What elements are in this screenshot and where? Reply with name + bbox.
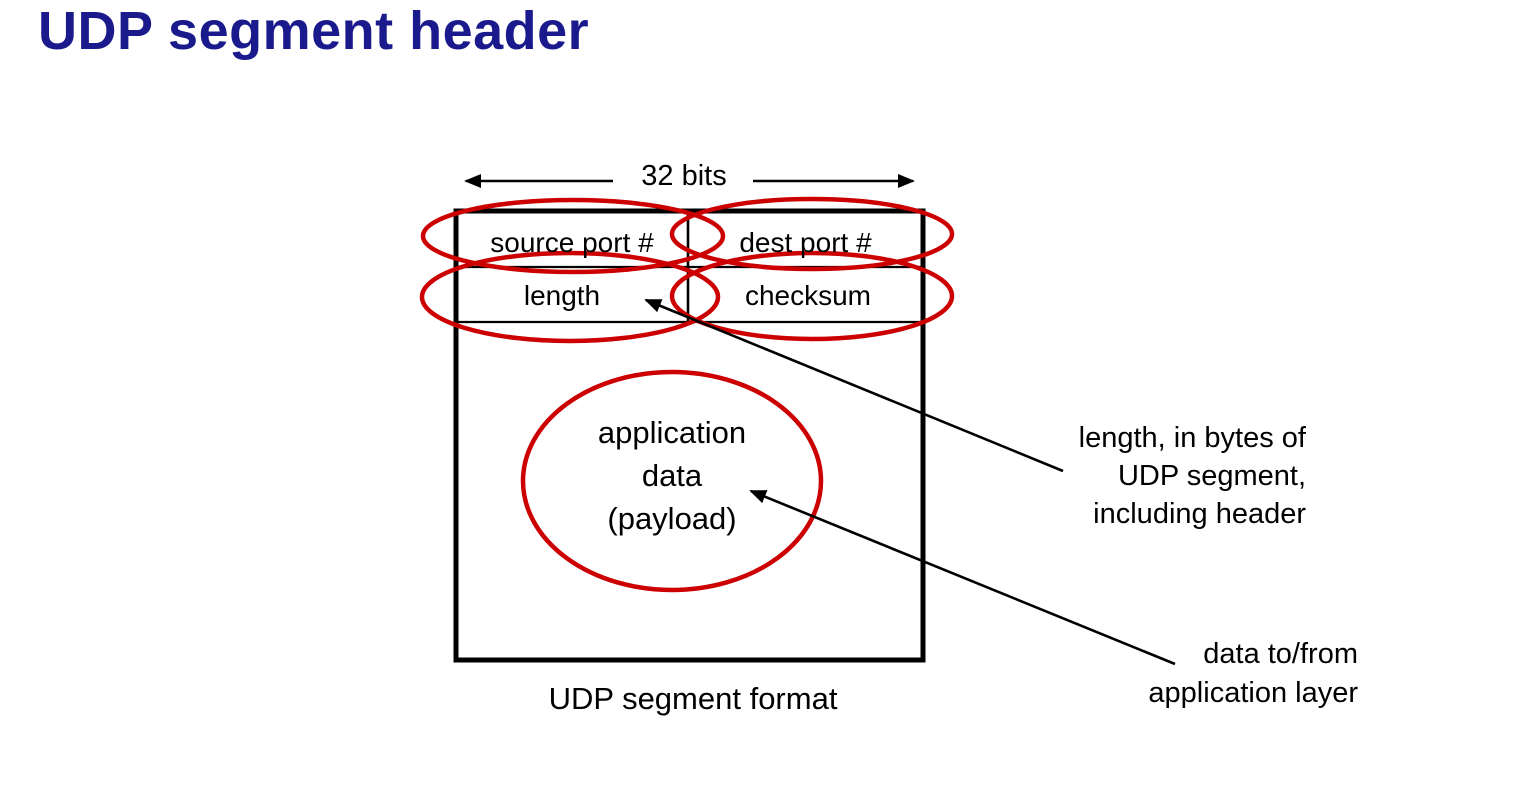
highlight-ellipse-dest-port: [669, 196, 955, 272]
length-annotation-line: UDP segment,: [1117, 460, 1306, 492]
length-annotation-line: length, in bytes of: [1078, 422, 1306, 454]
payload-annotation: data to/from application layer: [1058, 635, 1358, 713]
length-annotation-line: including header: [1093, 498, 1306, 530]
dest-port-field-label: dest port #: [739, 227, 872, 258]
highlight-ellipse-length: [419, 250, 721, 344]
diagram-caption: UDP segment format: [548, 681, 838, 716]
application-data-label: application data (payload): [522, 411, 822, 540]
payload-annotation-line: data to/from: [1203, 638, 1358, 670]
application-data-line: (payload): [607, 501, 737, 536]
source-port-field-label: source port #: [490, 227, 654, 258]
application-data-line: data: [641, 458, 703, 493]
length-field-label: length: [523, 280, 601, 311]
page-title: UDP segment header: [38, 1, 590, 61]
application-data-line: application: [597, 415, 747, 450]
length-annotation: length, in bytes of UDP segment, includi…: [1000, 419, 1306, 533]
payload-annotation-line: application layer: [1148, 677, 1358, 709]
highlight-ellipse-checksum: [669, 250, 955, 342]
highlight-ellipse-payload: [520, 369, 824, 593]
bits-width-label: 32 bits: [641, 160, 727, 192]
payload-annotation-arrow: [749, 489, 1176, 666]
highlight-ellipse-source-port: [420, 197, 726, 275]
length-annotation-arrow: [644, 298, 1064, 473]
checksum-field-label: checksum: [744, 280, 872, 311]
